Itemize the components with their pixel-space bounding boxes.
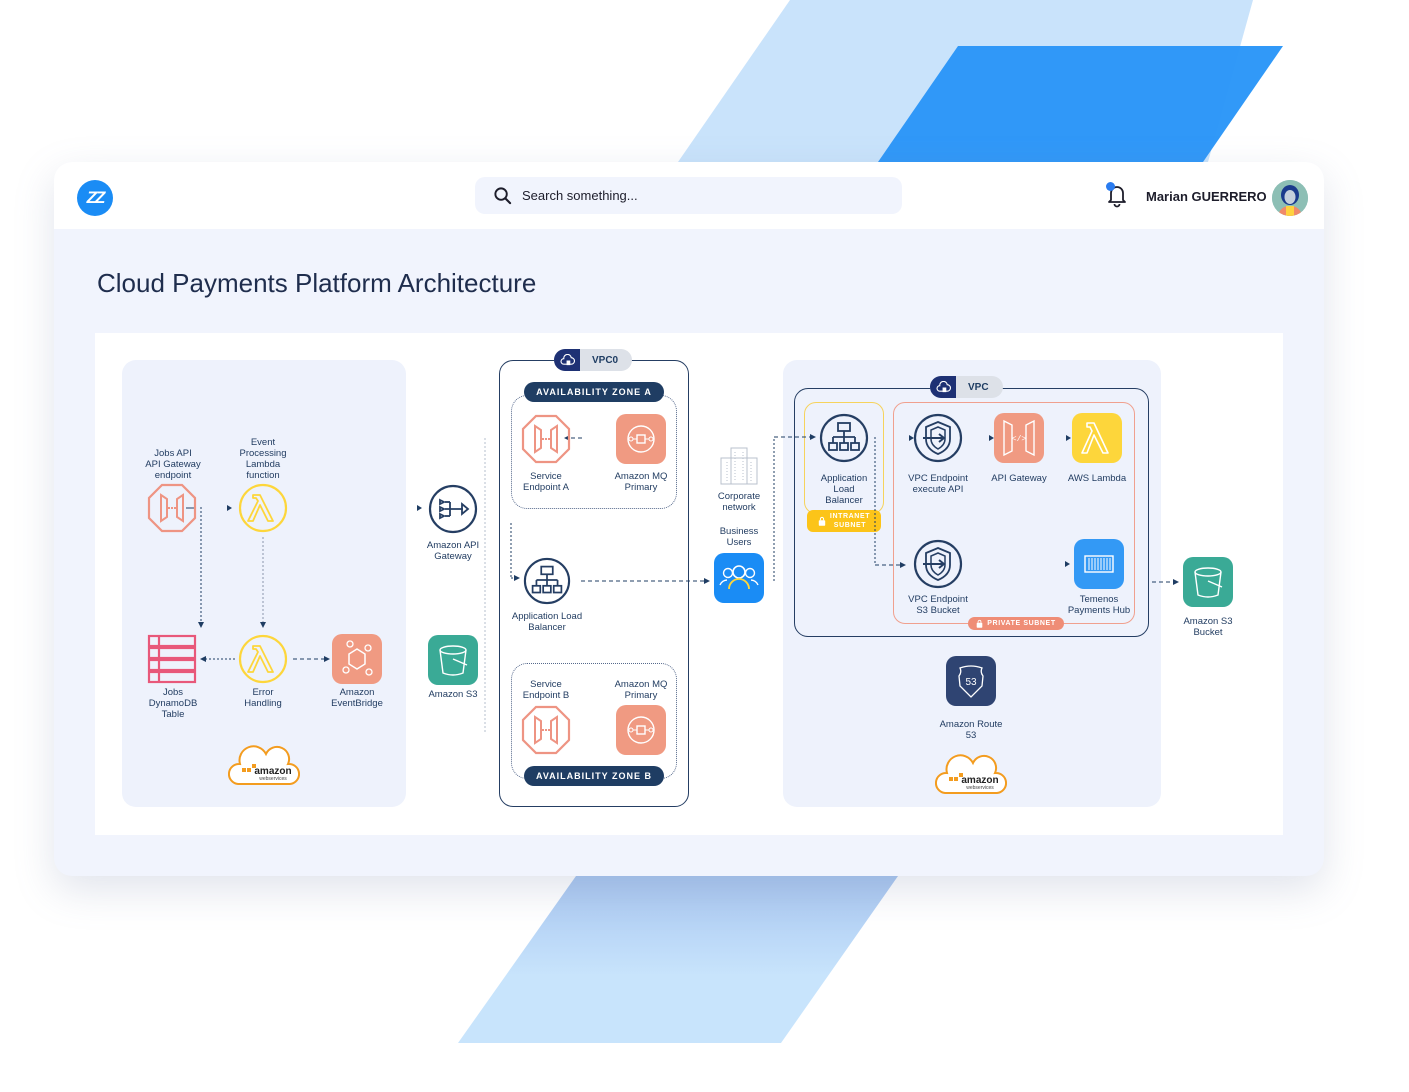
route53-icon[interactable]: 53 [946,656,996,706]
search-input[interactable] [522,188,882,203]
lock-icon [976,619,983,628]
vpc-endpoint-api-icon[interactable] [913,413,963,463]
corporate-building-icon [720,447,758,485]
vpc-endpoint-s3-icon[interactable] [913,539,963,589]
notification-dot [1106,182,1115,191]
private-subnet-tag: PRIVATE SUBNET [968,617,1064,630]
svg-text:amazon: amazon [254,766,291,777]
temenos-payments-hub-icon[interactable] [1074,539,1124,589]
vpc-cloud-icon [560,353,575,365]
svg-text:amazon: amazon [961,775,998,786]
amazon-mq-b-icon[interactable] [616,705,666,755]
zone-b-label: AVAILABILITY ZONE B [524,766,664,786]
vpc-cloud-icon [936,380,951,392]
aws-panel-left [122,360,406,807]
aws-logo-right: amazon webservices [935,754,1007,794]
aws-logo-left: amazon webservices [228,745,300,785]
amazon-api-gateway-icon[interactable] [428,484,478,534]
api-gateway-label: API Gateway [991,473,1047,484]
avatar[interactable] [1272,180,1308,216]
zone-a-label: AVAILABILITY ZONE A [524,382,664,402]
amazon-s3-label: Amazon S3 [428,689,478,700]
svg-text:53: 53 [965,677,977,688]
eventbridge-icon[interactable] [332,634,382,684]
amazon-s3-icon[interactable] [428,635,478,685]
decor-parallelogram-blue [878,46,1283,162]
lambda-icon[interactable] [238,483,288,533]
api-gateway-icon[interactable]: </> [994,413,1044,463]
app-logo[interactable]: ZZ [77,180,113,216]
connector-lines [186,434,1179,733]
amazon-mq-a-icon[interactable] [616,414,666,464]
dynamodb-table-icon[interactable] [147,634,197,684]
amazon-s3-bucket-icon[interactable] [1183,557,1233,607]
bell-icon [1108,186,1126,208]
svg-text:webservices: webservices [966,785,994,791]
vpc0-tag: VPC0 [554,349,633,371]
notification-button[interactable] [1106,182,1128,208]
avatar-icon [1272,180,1308,216]
search-bar[interactable] [475,177,902,214]
svg-text:webservices: webservices [259,776,287,782]
error-lambda-icon[interactable] [238,634,288,684]
app-window: ZZ Marian GUERRERO Cl [54,162,1324,876]
vpc-label: VPC [968,381,989,393]
business-users-icon[interactable] [714,553,764,603]
service-endpoint-a-icon[interactable] [521,414,571,464]
search-icon [494,187,512,205]
right-alb-icon[interactable] [819,413,869,463]
diagram-canvas: VPC0 AVAILABILITY ZONE A AVAILABILITY ZO… [95,333,1283,835]
api-gateway-endpoint-icon[interactable] [147,483,197,533]
user-name[interactable]: Marian GUERRERO [1146,189,1267,204]
svg-text:</>: </> [1012,435,1027,444]
service-endpoint-b-icon[interactable] [521,705,571,755]
vpc0-label: VPC0 [592,354,619,366]
aws-lambda-label: AWS Lambda [1067,473,1127,484]
decor-parallelogram-bottom [458,876,898,1043]
page-title: Cloud Payments Platform Architecture [97,268,537,298]
lock-icon [818,516,826,526]
aws-lambda-icon[interactable] [1072,413,1122,463]
vpc-tag: VPC [930,376,1003,398]
top-bar: ZZ Marian GUERRERO [54,162,1324,229]
application-load-balancer-icon[interactable] [523,557,571,605]
